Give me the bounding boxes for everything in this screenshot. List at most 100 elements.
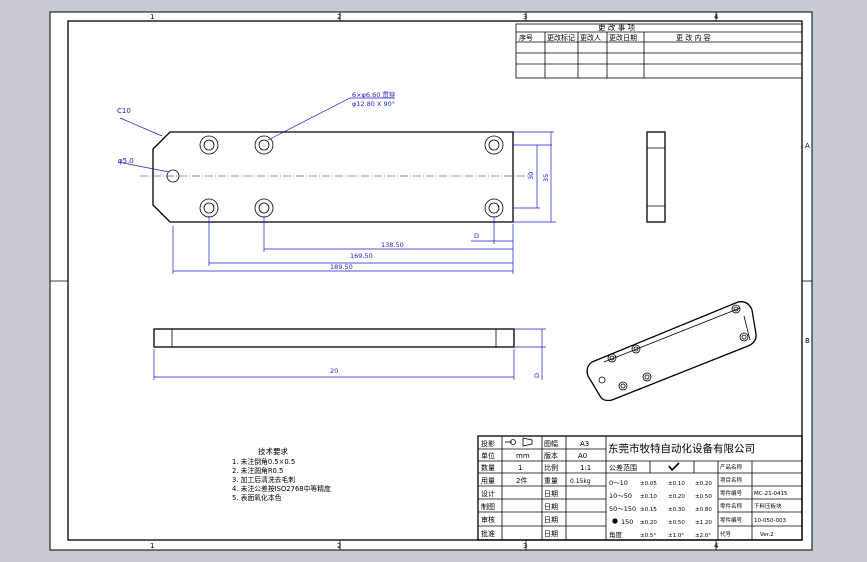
dim-138: 138.50 (381, 241, 404, 249)
title-block: 东莞市牧特自动化设备有限公司 投影 图幅 A3 单位 mm 版本 A0 数量 1… (477, 435, 803, 541)
check-icon (668, 462, 680, 472)
callout-pin-hole: φ5.0 (118, 157, 134, 165)
label-date-4: 日期 (544, 530, 558, 538)
label-scale: 比例 (544, 463, 558, 472)
rev-col-content: 更 改 内 容 (676, 33, 711, 42)
zone-col-1-bottom: 1 (150, 542, 154, 550)
tol-b-3: ±0.30 (668, 507, 685, 513)
tol-a-5: ±0.5° (640, 533, 656, 539)
tol-b-4: ±0.50 (668, 520, 685, 526)
zone-markers: 1 2 3 4 1 2 3 4 A B (50, 12, 812, 550)
zone-row-b: B (805, 337, 810, 345)
tol-c-4: ±1.20 (695, 520, 712, 526)
tol-c-5: ±2.0° (695, 533, 711, 539)
dim-169: 169.50 (350, 252, 373, 260)
tol-c-1: ±0.20 (695, 481, 712, 487)
value-version: A0 (578, 452, 587, 460)
label-part-name: 零件名称 (720, 502, 743, 510)
tol-b-2: ±0.20 (668, 494, 685, 500)
dim-v-30: 30 (527, 172, 535, 180)
isometric-view (586, 301, 757, 402)
value-unit: mm (516, 452, 530, 460)
tech-title: 技术要求 (258, 446, 288, 456)
dim-offset: D (474, 232, 479, 240)
projection-symbol-icon (505, 437, 533, 447)
tolerance-table: 0～10 ±0.05 ±0.10 ±0.20 10～50 ±0.10 ±0.20… (609, 479, 712, 539)
tol-b-1: ±0.10 (668, 481, 685, 487)
value-code: Ver.2 (760, 532, 774, 538)
tech-item-2: 2. 未注圆角R0.5 (232, 466, 283, 475)
zone-col-4: 4 (714, 13, 719, 21)
tol-range-2: 10～50 (609, 492, 632, 500)
tol-a-3: ±0.15 (640, 507, 657, 513)
tol-range-4: 150 (621, 518, 633, 526)
label-check: 审核 (481, 515, 495, 524)
callout-holes-1: 6×φ6.60 贯穿 (352, 90, 395, 99)
label-drawing-number: 零件编号 (720, 489, 743, 497)
value-sheet-size: A3 (580, 440, 589, 448)
label-drawing: 制图 (481, 502, 495, 511)
value-scale: 1:1 (580, 464, 591, 472)
side-view (646, 131, 666, 223)
value-weight: 0.15kg (570, 478, 591, 485)
rev-col-date: 更改日期 (609, 33, 637, 42)
zone-col-3-bottom: 3 (523, 542, 527, 550)
dim-v-35: 35 (542, 174, 550, 182)
tol-a-2: ±0.10 (640, 494, 657, 500)
tol-c-3: ±0.80 (695, 507, 712, 513)
label-approve: 批准 (481, 529, 495, 538)
label-projection: 投影 (481, 439, 495, 448)
tol-a-1: ±0.05 (640, 481, 657, 487)
value-quantity: 1 (518, 464, 522, 472)
pin-hole (166, 169, 180, 183)
zone-row-a: A (805, 142, 810, 150)
drawing-sheet (49, 11, 813, 551)
zone-col-2: 2 (337, 13, 341, 21)
tech-item-3: 3. 加工后清洗去毛刺 (232, 475, 295, 484)
tol-b-5: ±1.0° (668, 533, 684, 539)
front-view: 20 D (153, 328, 546, 380)
tolerance-title: 公差范围 (609, 463, 637, 472)
zone-col-3: 3 (523, 13, 527, 21)
value-material: 2件 (516, 476, 527, 485)
rev-col-no: 序号 (519, 33, 533, 42)
label-material: 用量 (481, 477, 495, 485)
tech-item-5: 5. 表面氧化本色 (232, 493, 282, 502)
value-part-name: 下料压板块 (754, 502, 782, 510)
label-date-2: 日期 (544, 503, 558, 511)
zone-col-4-bottom: 4 (714, 542, 719, 550)
callout-chamfer: C10 (117, 107, 131, 115)
zone-col-2-bottom: 2 (337, 542, 341, 550)
tol-range-3: 50～150 (609, 505, 636, 513)
label-unit: 单位 (481, 451, 495, 460)
tol-range-5: 角度 (609, 530, 623, 539)
dim-thickness: D (533, 373, 541, 378)
label-quantity: 数量 (481, 463, 495, 472)
tech-requirements: 技术要求 1. 未注倒角0.5×0.5 2. 未注圆角R0.5 3. 加工后清洗… (232, 446, 331, 502)
callout-holes-2: φ12.80 X 90° (352, 100, 395, 108)
label-date-1: 日期 (544, 490, 558, 498)
company-name: 东莞市牧特自动化设备有限公司 (608, 442, 755, 455)
rev-col-mark: 更改标记 (547, 33, 575, 42)
tol-range-1: 0～10 (609, 479, 628, 487)
label-code: 代号 (720, 530, 732, 538)
label-project-name: 项目名称 (720, 476, 743, 484)
revision-title: 更 改 事 项 (598, 22, 636, 32)
tech-item-4: 4. 未注公差按ISO2768中等精度 (232, 484, 331, 493)
label-version: 版本 (544, 451, 558, 460)
revision-table: 更 改 事 项 序号 更改标记 更改人 更改日期 更 改 内 容 (515, 22, 803, 79)
label-weight: 重量 (544, 477, 558, 485)
label-product-name: 产品名称 (720, 463, 743, 471)
dim-189: 189.50 (330, 263, 353, 271)
dim-length-20: 20 (330, 367, 338, 375)
tol-a-4: ±0.20 (640, 520, 657, 526)
label-date-3: 日期 (544, 516, 558, 524)
label-sheet-size: 图幅 (544, 439, 558, 448)
top-view: C10 φ5.0 6×φ6.60 贯穿 φ12.80 X 90° D 138.5… (117, 90, 556, 274)
tol-c-2: ±0.50 (695, 494, 712, 500)
label-part-number: 零件编号 (720, 516, 743, 524)
rev-col-person: 更改人 (580, 33, 601, 42)
value-stock-number: MC-21-0415 (754, 491, 788, 497)
inner-frame (67, 20, 803, 541)
